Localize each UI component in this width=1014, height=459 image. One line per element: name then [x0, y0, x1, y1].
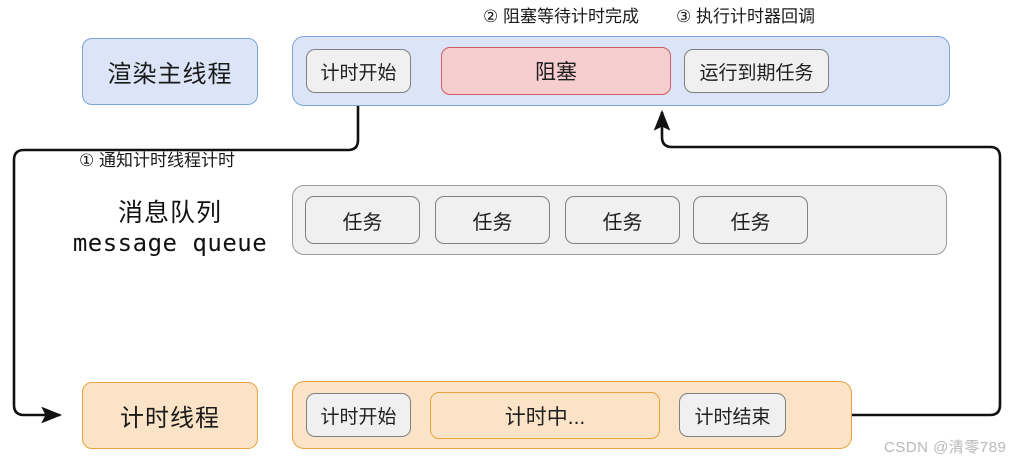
annotation-step-1: ① 通知计时线程计时 [79, 151, 235, 170]
queue-item-2: 任务 [435, 196, 550, 244]
queue-item-4: 任务 [693, 196, 808, 244]
wire-timer-callback [653, 109, 1002, 417]
queue-item-4-text: 任务 [730, 211, 771, 234]
main-block-timer-start: 计时开始 [306, 49, 411, 93]
thread-label-main-text: 渲染主线程 [107, 61, 233, 88]
thread-label-main: 渲染主线程 [82, 38, 258, 105]
annotation-step-2: ② 阻塞等待计时完成 [483, 7, 639, 26]
main-block-blocked-text: 阻塞 [535, 61, 577, 84]
queue-item-1-text: 任务 [342, 211, 383, 234]
timer-block-timer-start-text: 计时开始 [320, 406, 397, 428]
thread-label-timer-text: 计时线程 [120, 405, 220, 432]
main-block-blocked: 阻塞 [441, 47, 671, 95]
message-queue-label-cn: 消息队列 [117, 199, 222, 227]
timer-block-timing-text: 计时中... [504, 405, 586, 429]
timer-block-timer-end: 计时结束 [679, 393, 786, 437]
main-block-timer-start-text: 计时开始 [320, 62, 397, 84]
message-queue-label: 消息队列 message queue [60, 198, 280, 258]
queue-item-1: 任务 [305, 196, 420, 244]
thread-label-timer: 计时线程 [82, 382, 258, 449]
timer-block-timing: 计时中... [430, 392, 660, 439]
watermark: CSDN @清零789 [884, 439, 1007, 456]
queue-item-3-text: 任务 [602, 211, 643, 234]
timer-block-timer-end-text: 计时结束 [694, 406, 771, 428]
timer-block-timer-start: 计时开始 [306, 393, 411, 437]
main-block-run-expired-task: 运行到期任务 [684, 49, 829, 93]
queue-item-3: 任务 [565, 196, 680, 244]
message-queue-label-en: message queue [72, 228, 268, 257]
main-block-run-expired-task-text: 运行到期任务 [699, 62, 814, 84]
queue-item-2-text: 任务 [472, 211, 513, 234]
annotation-step-3: ③ 执行计时器回调 [676, 7, 815, 26]
